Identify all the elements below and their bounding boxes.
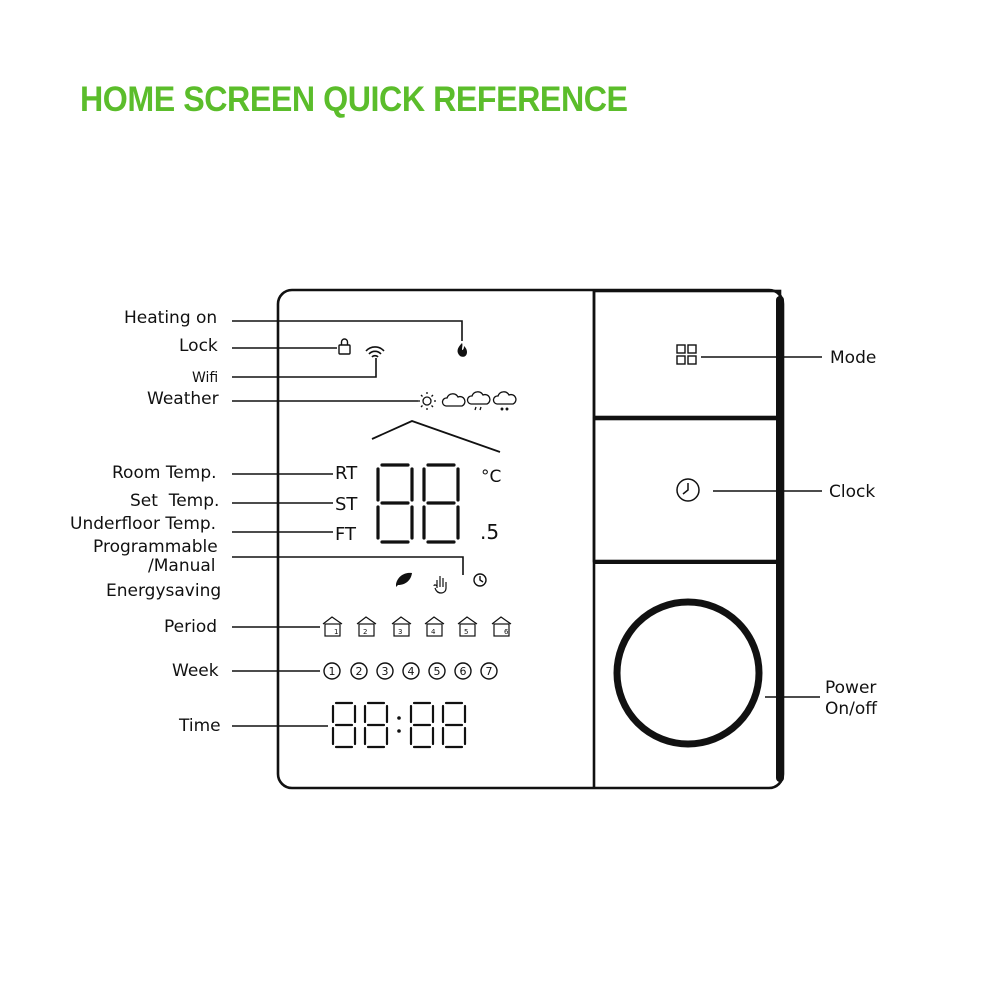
period-number: 6 — [504, 628, 509, 636]
label-manual: /Manual — [148, 556, 216, 576]
label-clock: Clock — [829, 482, 876, 502]
celsius-unit: °C — [481, 467, 502, 487]
room-temp-indicator: RT — [335, 463, 358, 484]
label-room-temp: Room Temp. — [112, 463, 217, 483]
period-numbers: 1 2 3 4 5 6 — [334, 628, 509, 636]
leaf-icon — [396, 572, 412, 587]
week-day-number: 5 — [434, 665, 441, 678]
label-power: Power — [825, 678, 877, 698]
week-day-number: 7 — [486, 665, 493, 678]
time-digits — [331, 701, 467, 749]
page-title: HOME SCREEN QUICK REFERENCE — [80, 80, 628, 119]
label-set-temp: Set Temp. — [130, 491, 220, 511]
label-lock: Lock — [179, 336, 218, 356]
set-temp-indicator: ST — [335, 494, 358, 515]
label-wifi: Wifi — [192, 370, 219, 386]
cloud-icon — [441, 393, 466, 407]
period-number: 2 — [363, 628, 367, 636]
period-1-icon — [322, 616, 343, 637]
week-day-number: 1 — [329, 665, 336, 678]
period-3-icon — [391, 616, 412, 637]
house-roof — [371, 420, 501, 453]
program-clock-icon — [473, 573, 487, 587]
period-number: 3 — [398, 628, 402, 636]
decimal-digit: .5 — [480, 520, 500, 544]
sun-icon — [418, 392, 436, 410]
label-time: Time — [179, 716, 221, 736]
label-period: Period — [164, 617, 218, 637]
leader-programmable — [232, 556, 464, 575]
label-programmable: Programmable — [93, 537, 218, 557]
wifi-icon — [365, 346, 385, 358]
label-mode: Mode — [830, 348, 877, 368]
week-day-number: 3 — [382, 665, 389, 678]
label-weather: Weather — [147, 389, 219, 409]
leader-heating — [232, 320, 463, 341]
period-2-icon — [356, 616, 377, 637]
snow-cloud-icon — [492, 391, 517, 411]
mode-grid-icon — [676, 344, 697, 365]
label-heating-on: Heating on — [124, 308, 218, 328]
period-4-icon — [424, 616, 445, 637]
floor-temp-indicator: FT — [335, 524, 357, 545]
label-underfloor-temp: Underfloor Temp. — [70, 514, 217, 534]
hand-icon — [433, 576, 447, 594]
week-numbers: 1 2 3 4 5 6 7 — [329, 665, 493, 678]
rain-cloud-icon — [466, 391, 491, 411]
label-on-off: On/off — [825, 699, 877, 719]
period-number: 4 — [431, 628, 436, 636]
mode-button[interactable] — [592, 289, 782, 419]
temperature-digits — [376, 463, 460, 544]
period-6-icon — [491, 616, 512, 637]
period-icons — [322, 616, 512, 637]
period-number: 1 — [334, 628, 338, 636]
flame-icon — [457, 343, 467, 357]
power-ring-icon[interactable] — [613, 598, 763, 748]
period-number: 5 — [464, 628, 468, 636]
period-5-icon — [457, 616, 478, 637]
lock-icon — [338, 338, 351, 355]
week-day-circles — [323, 662, 498, 680]
week-day-number: 2 — [356, 665, 363, 678]
label-energysaving: Energysaving — [106, 581, 222, 601]
week-day-number: 6 — [460, 665, 467, 678]
device-frame — [276, 288, 785, 790]
week-day-number: 4 — [408, 665, 415, 678]
leader-wifi — [232, 358, 377, 378]
label-week: Week — [172, 661, 219, 681]
clock-icon — [676, 478, 700, 502]
time-colon — [397, 716, 401, 733]
